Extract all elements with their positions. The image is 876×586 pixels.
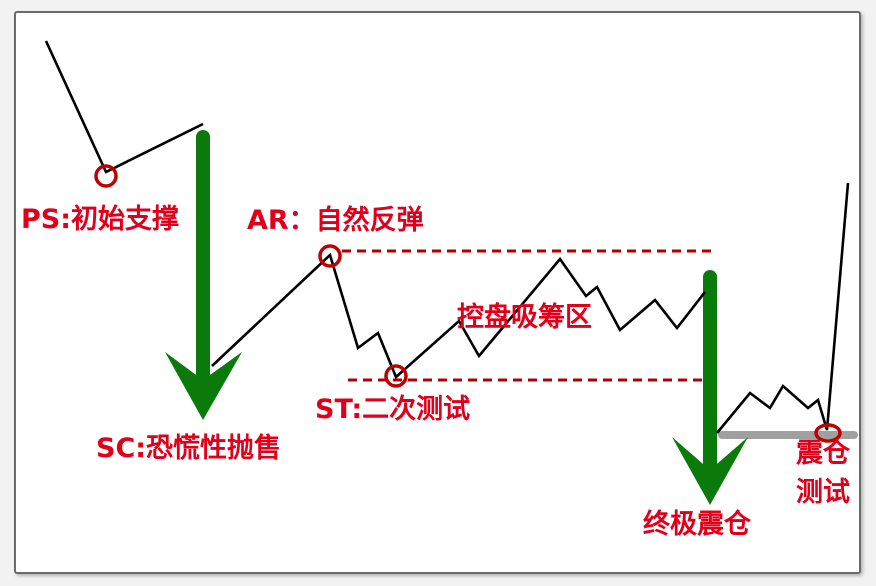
price-line: [44, 40, 204, 174]
ar-label: AR：自然反弹: [247, 205, 424, 236]
spring-label: 终极震仓: [643, 509, 751, 540]
ar-marker-circle: [318, 244, 342, 268]
test-marker-circle: [814, 423, 842, 443]
st-marker-circle: [384, 364, 408, 388]
test-label-line1: 震仓: [796, 438, 850, 469]
sc-arrow-icon: [165, 130, 242, 420]
st-label: ST:二次测试: [315, 394, 471, 425]
test-label-line2: 测试: [796, 477, 850, 508]
sc-label: SC:恐慌性抛售: [96, 433, 282, 464]
range-label: 控盘吸筹区: [457, 302, 592, 333]
ps-marker-circle: [94, 164, 118, 188]
price-line: [715, 182, 850, 434]
spring-arrow-icon: [672, 270, 748, 505]
price-line: [211, 252, 707, 380]
ps-label: PS:初始支撑: [21, 204, 180, 235]
